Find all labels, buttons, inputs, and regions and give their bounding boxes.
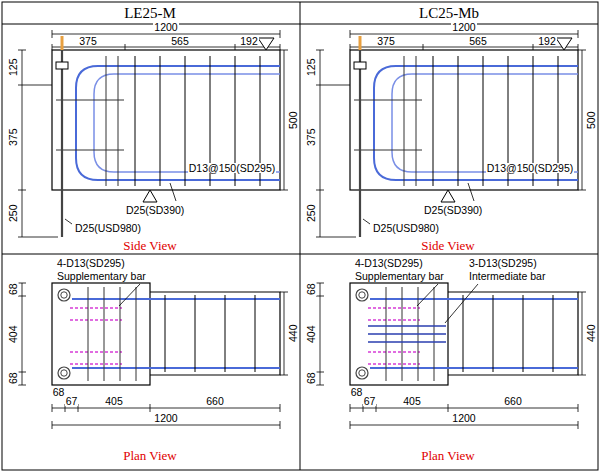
dimension-label: 405 — [104, 396, 124, 407]
dimension-label: 125 — [306, 58, 317, 78]
bar-label: 4-D13(SD295) — [56, 258, 126, 269]
dimension-label: 1200 — [153, 22, 178, 33]
dimension-label: 1200 — [451, 22, 476, 33]
dimension-label: 375 — [8, 128, 19, 148]
intermediate-bar — [368, 326, 446, 342]
dimension-label: 68 — [52, 387, 66, 398]
view-title: Side View — [122, 239, 178, 252]
dimension-label: 375 — [376, 36, 396, 47]
dimension-label: 68 — [350, 387, 364, 398]
dimension-label: 440 — [288, 324, 299, 344]
dimension-label: 500 — [586, 110, 597, 130]
dimension-label: 405 — [402, 396, 422, 407]
bar-label: D13@150(SD295) — [188, 163, 277, 174]
dimension-label: 68 — [8, 372, 19, 386]
dimension-label: 565 — [468, 36, 488, 47]
dimension-label: 375 — [78, 36, 98, 47]
dimension-label: 67 — [363, 396, 377, 407]
dimension-label: 68 — [306, 372, 317, 386]
dimension-label: 375 — [306, 128, 317, 148]
dimension-label: 68 — [8, 283, 19, 297]
intermediate-bars — [368, 284, 478, 342]
dimension-label: 1200 — [153, 413, 178, 424]
dimension-label: 660 — [205, 396, 225, 407]
dimension-label: 404 — [306, 324, 317, 344]
bar-label: D25(USD980) — [74, 223, 142, 234]
dimension-label: 440 — [586, 324, 597, 344]
bar-label: 4-D13(SD295) — [354, 258, 424, 269]
bar-label: Intermediate bar — [468, 271, 546, 282]
column-header: LE25-M — [123, 6, 177, 21]
bar-label: D25(SD390) — [125, 205, 185, 216]
bar-label: 3-D13(SD295) — [468, 258, 538, 269]
dimension-label: 500 — [288, 110, 299, 130]
dimension-label: 565 — [170, 36, 190, 47]
column-header: LC25-Mb — [418, 6, 480, 21]
dimension-label: 192 — [537, 36, 557, 47]
bar-label: D13@150(SD295) — [486, 163, 575, 174]
dimension-label: 660 — [503, 396, 523, 407]
bar-label: D25(USD980) — [372, 223, 440, 234]
view-title: Plan View — [420, 449, 476, 462]
view-title: Side View — [420, 239, 476, 252]
side-view-drawing — [316, 30, 586, 237]
leader-line — [445, 284, 478, 323]
dimension-label: 404 — [8, 324, 19, 344]
plan-view-drawing — [316, 283, 586, 429]
dimension-label: 192 — [239, 36, 259, 47]
plan-view-drawing — [18, 283, 288, 429]
dimension-label: 1200 — [451, 413, 476, 424]
view-title: Plan View — [122, 449, 178, 462]
dimension-label: 250 — [8, 204, 19, 224]
dimension-label: 250 — [306, 204, 317, 224]
bar-label: D25(SD390) — [423, 205, 483, 216]
dimension-label: 125 — [8, 58, 19, 78]
dimension-label: 67 — [65, 396, 79, 407]
dimension-label: 68 — [306, 283, 317, 297]
bar-label: Supplementary bar — [56, 271, 147, 282]
side-view-drawing — [18, 30, 288, 237]
bar-label: Supplementary bar — [354, 271, 445, 282]
